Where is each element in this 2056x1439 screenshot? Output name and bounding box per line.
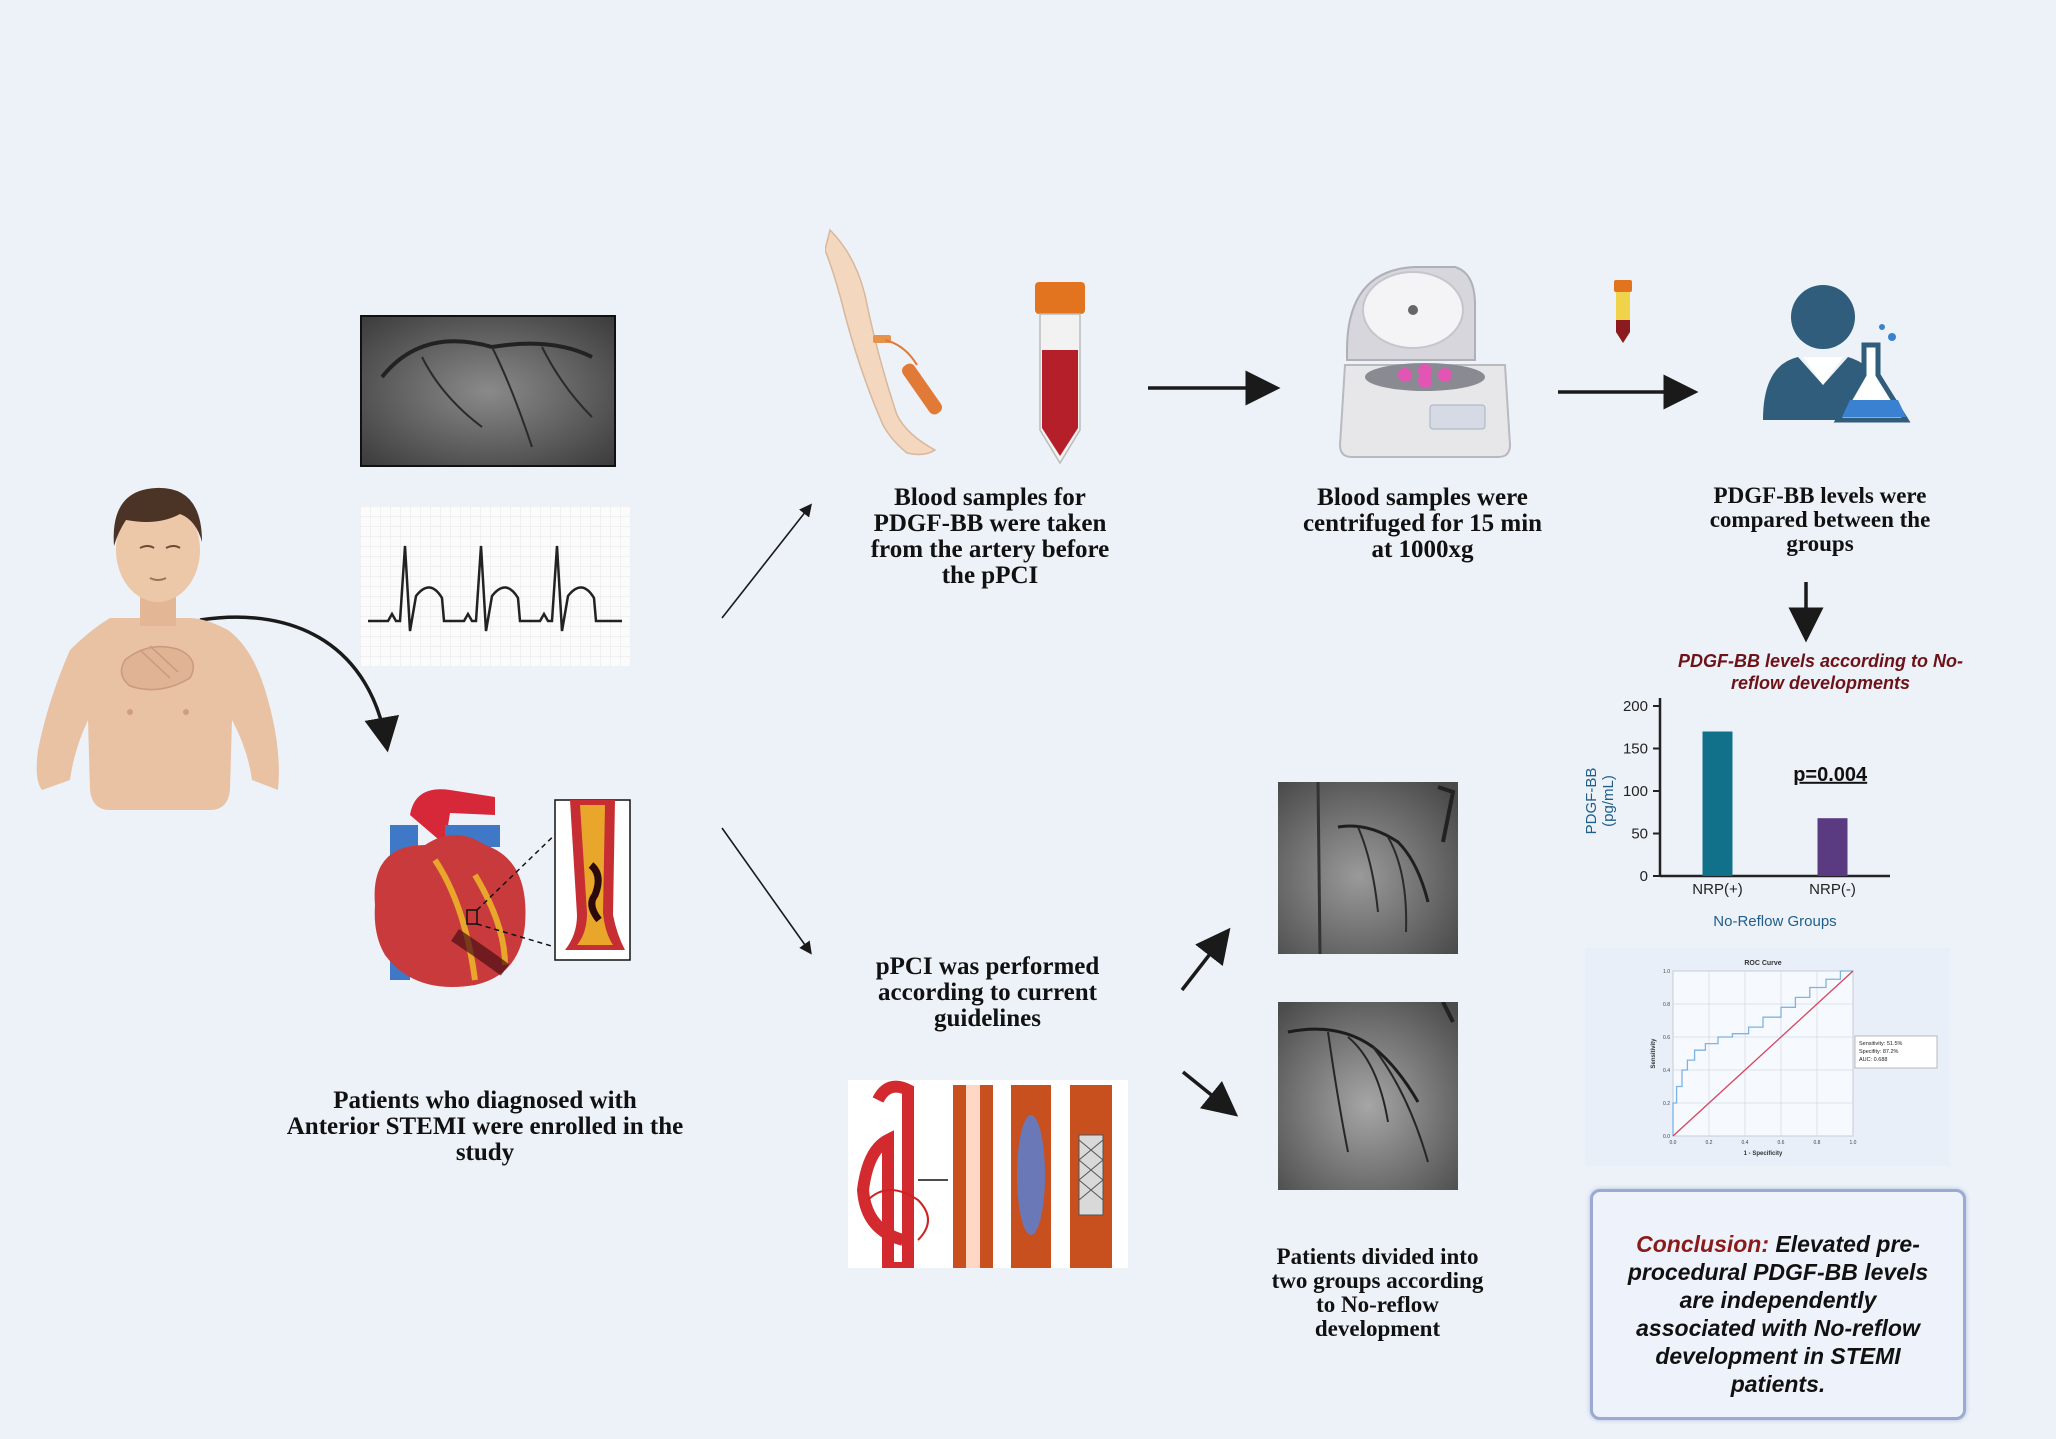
roc-y-tick-label: 0.0 [1663,1134,1670,1140]
roc-x-axis-label: 1 - Specificity [1744,1151,1783,1157]
arrow-to-pci [721,827,812,955]
roc-x-tick-label: 1.0 [1850,1140,1857,1146]
bar-category-label: NRP(-) [1809,881,1856,898]
curved-arrow-to-heart [199,615,400,753]
bar-NRP(+) [1702,731,1733,876]
caption-patients-divided: Patients divided into two groups accordi… [1271,1244,1484,1341]
roc-legend-entry: Specifity: 87.2% [1859,1049,1899,1055]
roc-title: ROC Curve [1744,960,1781,967]
conclusion-box: Conclusion: Elevated pre-procedural PDGF… [1590,1189,1966,1420]
conclusion-text: Conclusion: Elevated pre-procedural PDGF… [1593,1192,1963,1398]
roc-y-axis-label: Sensitivity [1651,1038,1657,1069]
stent-procedure-illustration [848,1080,1128,1268]
bar-y-tick-label: 0 [1640,868,1648,885]
caption-patients-enrolled: Patients who diagnosed with Anterior STE… [286,1087,684,1166]
roc-y-tick-label: 0.6 [1663,1035,1670,1041]
angiogram-no-reflow-negative [1278,1002,1458,1190]
patient-chest-pain-illustration [36,487,279,810]
arrow-to-angio-bottom [1181,1070,1239,1117]
bar-y-tick-label: 200 [1623,698,1648,715]
bar-category-label: NRP(+) [1692,881,1742,898]
bar-y-tick-label: 150 [1623,741,1648,758]
roc-x-tick-label: 0.8 [1814,1140,1821,1146]
bar-x-axis-label: No-Reflow Groups [1713,913,1836,930]
caption-pci-performed: pPCI was performed according to current … [875,953,1100,1032]
roc-y-tick-label: 0.2 [1663,1101,1670,1107]
bar-y-tick-label: 50 [1631,826,1648,843]
bar-NRP(-) [1817,818,1848,876]
conclusion-body: Elevated pre-procedural PDGF-BB levels a… [1627,1231,1929,1397]
roc-y-tick-label: 0.4 [1663,1068,1670,1074]
bar-p-value-annotation: p=0.004 [1793,764,1868,786]
roc-legend-entry: Sensitivity: 51.5% [1859,1041,1903,1047]
roc-reference-line [1672,970,1854,1137]
bar-chart-title: PDGF-BB levels according to No-reflow de… [1677,651,1964,693]
roc-y-tick-label: 0.8 [1663,1002,1670,1008]
arrow-to-angio-top [1180,927,1231,992]
sample-tube-icon [1035,282,1085,465]
arrow-to-blood-sampling [721,503,812,619]
centrifuge-icon [1338,266,1512,458]
roc-legend-entry: AUC: 0.688 [1859,1057,1887,1063]
roc-curve-line [1672,970,1853,1136]
scientist-flask-icon [1763,285,1911,423]
angiogram-no-reflow-positive [1278,782,1458,954]
caption-centrifuged: Blood samples were centrifuged for 15 mi… [1302,484,1543,563]
roc-x-tick-label: 0.6 [1778,1140,1785,1146]
roc-x-tick-label: 0.2 [1706,1140,1713,1146]
roc-x-tick-label: 0.0 [1670,1140,1677,1146]
roc-curve-chart: 0.0 0.2 0.4 0.6 0.8 1.0 0.0 0.2 0.4 0.6 0.8 1.0 ROC … [1585,948,1950,1166]
roc-x-tick-label: 0.4 [1742,1140,1749,1146]
caption-blood-samples: Blood samples for PDGF-BB were taken fro… [870,484,1110,589]
bar-y-axis-label: PDGF-BB(pg/mL) [1583,768,1617,835]
conclusion-lead: Conclusion: [1636,1231,1770,1257]
caption-levels-compared: PDGF-BB levels were compared between the… [1709,483,1931,556]
centrifuged-tube-icon [1614,280,1632,343]
coronary-angiography-image [360,315,616,467]
heart-illustration [374,789,631,987]
arm-blood-draw-illustration [825,228,943,456]
roc-legend-box [1854,1035,1938,1069]
bar-y-tick-label: 100 [1623,783,1648,800]
ecg-st-elevation-image [360,506,630,666]
roc-y-tick-label: 1.0 [1663,969,1670,975]
